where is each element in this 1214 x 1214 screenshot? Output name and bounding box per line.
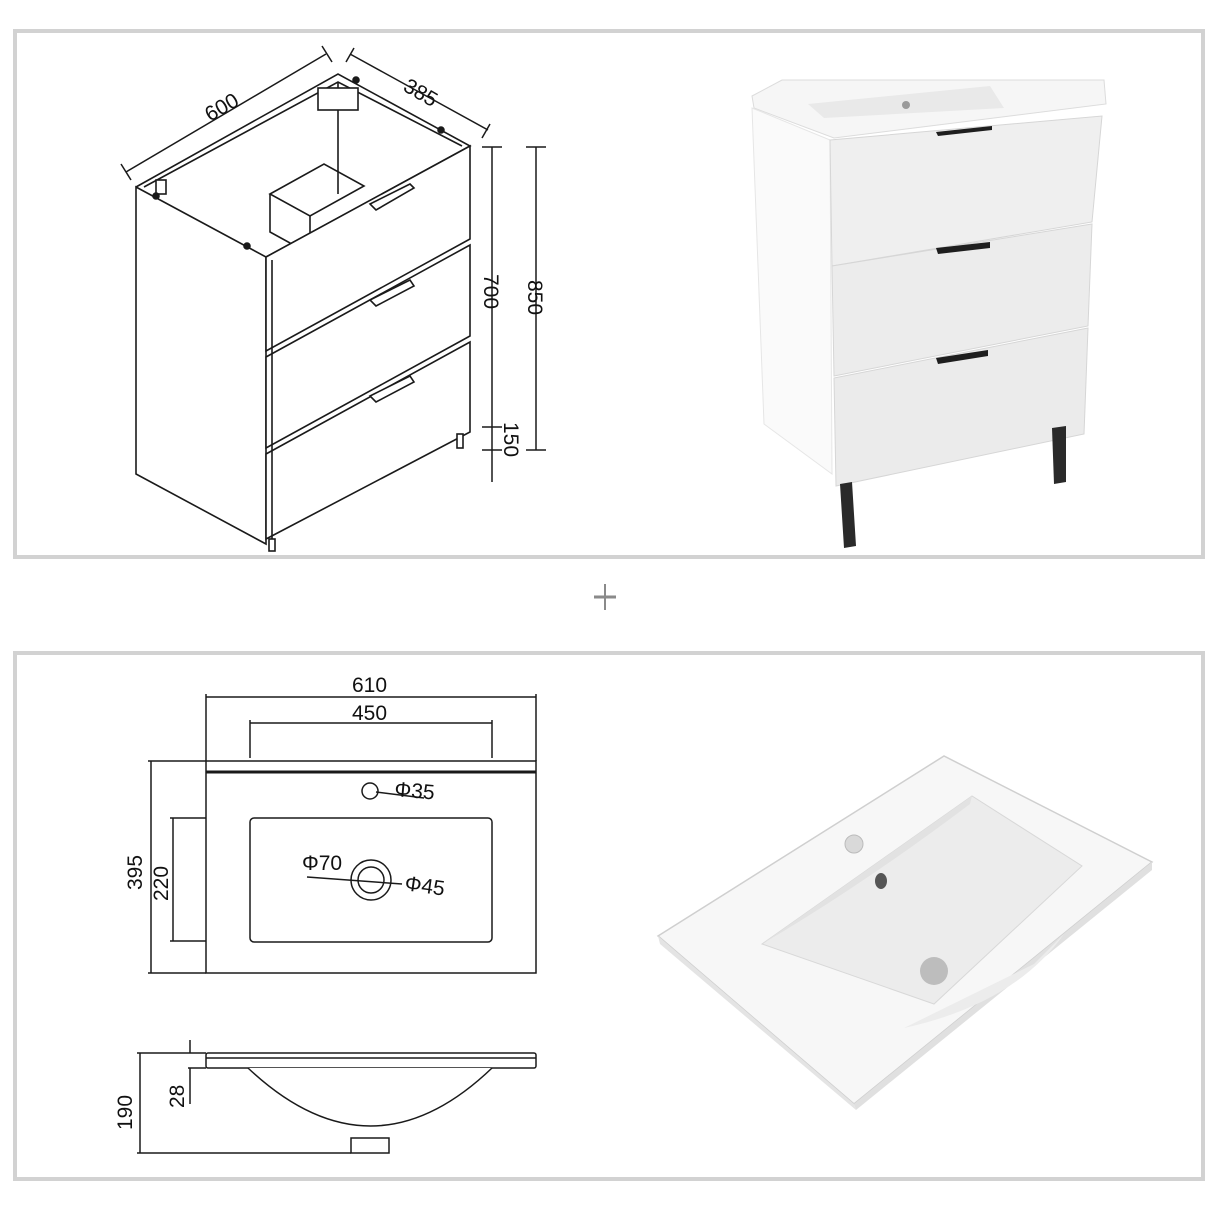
basin-render [656,755,1154,1110]
basin-bowl-depth-label: 220 [150,866,173,901]
cabinet-panel: 600 385 700 850 150 [13,29,1205,559]
cabinet-leg-height-label: 150 [499,422,522,457]
basin-panel: 610 450 395 220 Φ35 Φ70 Φ45 190 28 [13,651,1205,1181]
cabinet-total-height-label: 850 [523,280,546,315]
rim-thickness-label: 28 [166,1085,189,1108]
basin-total-height-label: 190 [114,1095,137,1130]
basin-overall-width-label: 610 [352,674,387,697]
cabinet-technical-drawing: 600 385 700 850 150 [120,45,546,552]
tap-hole-diameter-label: Φ35 [394,778,436,804]
basin-overall-depth-label: 395 [124,855,147,890]
basin-technical-drawing: 610 450 395 220 Φ35 Φ70 Φ45 190 28 [114,674,537,1154]
cabinet-render [751,79,1107,548]
cabinet-body-height-label: 700 [479,274,502,309]
plus-icon [594,584,616,610]
drain-inner-diameter-label: Φ45 [403,872,446,900]
drain-outer-diameter-label: Φ70 [302,852,342,875]
basin-bowl-width-label: 450 [352,702,387,725]
